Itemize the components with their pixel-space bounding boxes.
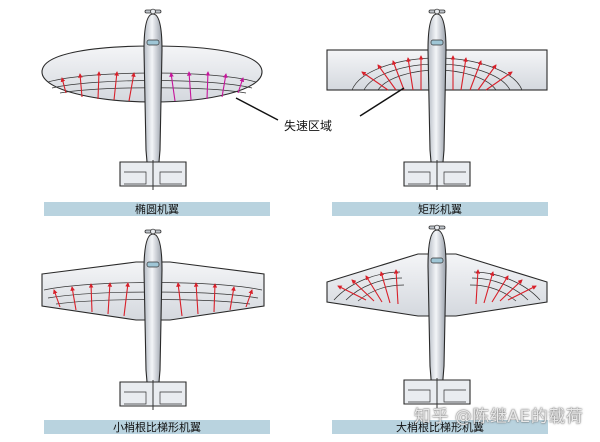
cockpit [146, 39, 160, 46]
stall-arrows-right [450, 55, 513, 91]
stall-arrows-left [60, 71, 136, 102]
caption-label: 小梢根比梯形机翼 [113, 421, 201, 434]
stall-arrows-right [169, 71, 245, 102]
caption-label: 椭圆机翼 [135, 203, 179, 216]
stall-arrows-left [361, 55, 424, 91]
fuselage [427, 229, 447, 405]
cockpit [430, 39, 444, 46]
stall-region-leader-lines [235, 87, 405, 121]
caption-small-taper-wing: 小梢根比梯形机翼 [44, 420, 270, 434]
caption-elliptical-wing: 椭圆机翼 [44, 202, 270, 216]
caption-rectangular-wing: 矩形机翼 [332, 202, 548, 216]
caption-label: 矩形机翼 [418, 203, 462, 216]
propeller [428, 8, 446, 15]
caption-large-taper-wing: 大梢根比梯形机翼 [332, 420, 548, 434]
stall-arrows-left [337, 269, 399, 305]
stall-arrows-right [176, 282, 253, 317]
rectangular-wing-airplane [326, 8, 548, 190]
cockpit [430, 257, 444, 264]
cockpit [146, 261, 160, 268]
elliptical-wing-airplane [41, 8, 263, 190]
stall-region-label: 失速区域 [284, 119, 333, 133]
propeller [428, 224, 446, 231]
watermark: 知乎 @陈继AE的载荷 [414, 407, 584, 427]
stall-arrows-left [53, 282, 130, 317]
stall-arrows-right [475, 269, 537, 305]
small-taper-wing-airplane [41, 228, 265, 410]
large-taper-wing-airplane [326, 224, 548, 408]
propeller [144, 8, 162, 15]
caption-label: 大梢根比梯形机翼 [396, 421, 484, 434]
propeller [144, 228, 162, 235]
